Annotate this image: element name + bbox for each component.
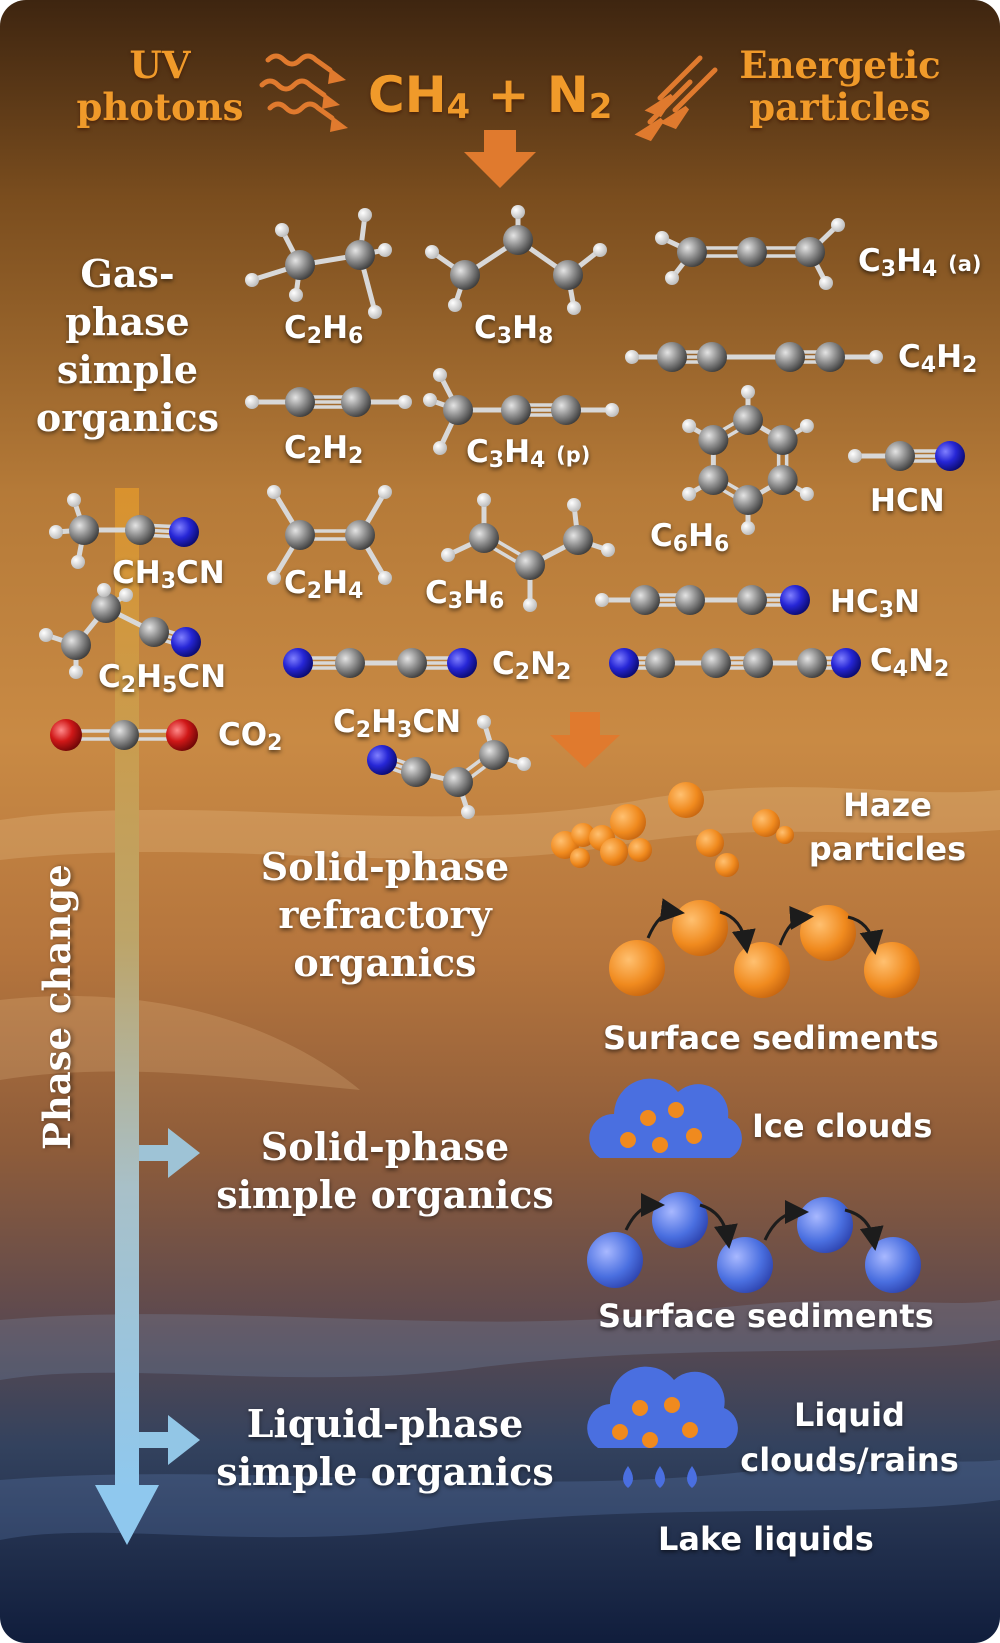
label-c2h2: C2H2: [284, 430, 364, 469]
c3h4a-tag: (a): [948, 252, 982, 276]
label-co2: CO2: [218, 717, 283, 756]
label-c2h5cn: C2H5CN: [98, 659, 227, 698]
molecule-c3h8: [425, 205, 607, 315]
label-hc3n: HC3N: [830, 584, 920, 623]
label-c3h8: C3H8: [474, 310, 554, 349]
particles-line: particles: [749, 85, 931, 129]
molecule-models: [39, 205, 965, 819]
label-hcn: HCN: [870, 483, 945, 519]
haze-particles-cluster: [551, 782, 794, 877]
cloud-bands: [0, 787, 1000, 1540]
molecule-c4h2: [625, 342, 883, 372]
gas-phase-line-1: Gas-: [80, 251, 175, 296]
label-c3h6: C3H6: [425, 575, 505, 614]
photons-line: photons: [76, 85, 244, 129]
gas-phase-line-3: simple: [56, 347, 199, 392]
label-c2n2: C2N2: [492, 646, 572, 685]
label-c3h4p: C3H4 (p): [466, 437, 590, 472]
clouds-rains-line: clouds/rains: [740, 1441, 959, 1479]
energetic-particles-label: Energetic particles: [715, 44, 965, 128]
surface-sediments-ice-label: Surface sediments: [598, 1297, 934, 1335]
label-c2h6: C2H6: [284, 310, 364, 349]
gas-phase-line-4: organics: [35, 395, 220, 440]
surface-sediments-solid-label: Surface sediments: [603, 1019, 939, 1057]
molecule-c3h4a: [655, 218, 845, 290]
liquid-cloud-rain-icon: [587, 1366, 738, 1488]
c3h4a-formula: C3H4: [858, 243, 938, 282]
molecule-co2: [50, 719, 198, 751]
label-c2h4: C2H4: [284, 565, 364, 604]
haze-particles-label: Haze particles: [800, 783, 975, 871]
uv-line: UV: [129, 43, 191, 87]
gas-phase-line-2: phase: [65, 299, 190, 344]
solid-refractory-line-2: refractory: [278, 892, 492, 937]
surface-sediments-ice-spheres: [587, 1192, 921, 1293]
molecule-c2h3cn: [367, 715, 531, 819]
molecule-c2h6: [245, 208, 392, 319]
label-c4n2: C4N2: [870, 643, 950, 682]
label-c3h4a: C3H4 (a): [858, 246, 982, 281]
molecule-hcn: [848, 441, 965, 471]
solid-simple-label: Solid-phase simple organics: [205, 1123, 565, 1219]
solid-refractory-line-3: organics: [293, 940, 477, 985]
liquid-simple-line-2: simple organics: [216, 1449, 554, 1494]
solid-simple-line-2: simple organics: [216, 1172, 554, 1217]
molecule-c3h4p: [423, 368, 619, 455]
liquid-simple-line-1: Liquid-phase: [246, 1401, 524, 1446]
haze-line: Haze: [843, 786, 932, 824]
molecule-c4n2: [609, 648, 861, 678]
gas-phase-label: Gas- phase simple organics: [20, 250, 235, 442]
molecule-c2h2: [245, 387, 412, 417]
surface-sediments-solid-spheres: [609, 898, 920, 998]
liquid-clouds-rains-label: Liquid clouds/rains: [732, 1393, 967, 1483]
uv-photon-wavy-arrows: [259, 53, 335, 121]
molecule-ch3cn: [49, 493, 199, 569]
solid-refractory-line-1: Solid-phase: [260, 844, 510, 889]
molecule-c2h5cn: [39, 583, 201, 679]
energetic-line: Energetic: [739, 43, 941, 87]
energetic-particle-arrows: [634, 55, 718, 142]
haze-down-arrow: [550, 712, 620, 768]
uv-arrowheads: [322, 68, 348, 132]
c3h4p-formula: C3H4: [466, 434, 546, 473]
label-c4h2: C4H2: [898, 339, 978, 378]
phase-change-arrow: [95, 488, 200, 1545]
label-c6h6: C6H6: [650, 518, 730, 557]
phase-change-label: Phase change: [35, 864, 79, 1150]
particles-line-2: particles: [808, 830, 967, 868]
molecule-c3h6: [441, 493, 615, 612]
molecule-hc3n: [595, 585, 810, 615]
label-ch3cn: CH3CN: [112, 555, 225, 594]
c3h4p-tag: (p): [556, 443, 591, 467]
liquid-line: Liquid: [794, 1396, 905, 1434]
molecule-c2h4: [267, 485, 392, 585]
ice-cloud-icon: [589, 1078, 742, 1158]
solid-simple-line-1: Solid-phase: [260, 1124, 510, 1169]
liquid-simple-label: Liquid-phase simple organics: [205, 1400, 565, 1496]
label-c2h3cn: C2H3CN: [333, 704, 462, 743]
solid-refractory-label: Solid-phase refractory organics: [235, 843, 535, 987]
molecule-c6h6: [682, 385, 814, 535]
uv-photons-label: UV photons: [60, 44, 260, 128]
reactant-down-arrow: [464, 130, 536, 188]
reactants-formula: CH4 + N2: [368, 66, 613, 127]
ice-clouds-label: Ice clouds: [752, 1107, 933, 1145]
lake-liquids-label: Lake liquids: [658, 1520, 874, 1558]
molecule-c2n2: [283, 648, 477, 678]
